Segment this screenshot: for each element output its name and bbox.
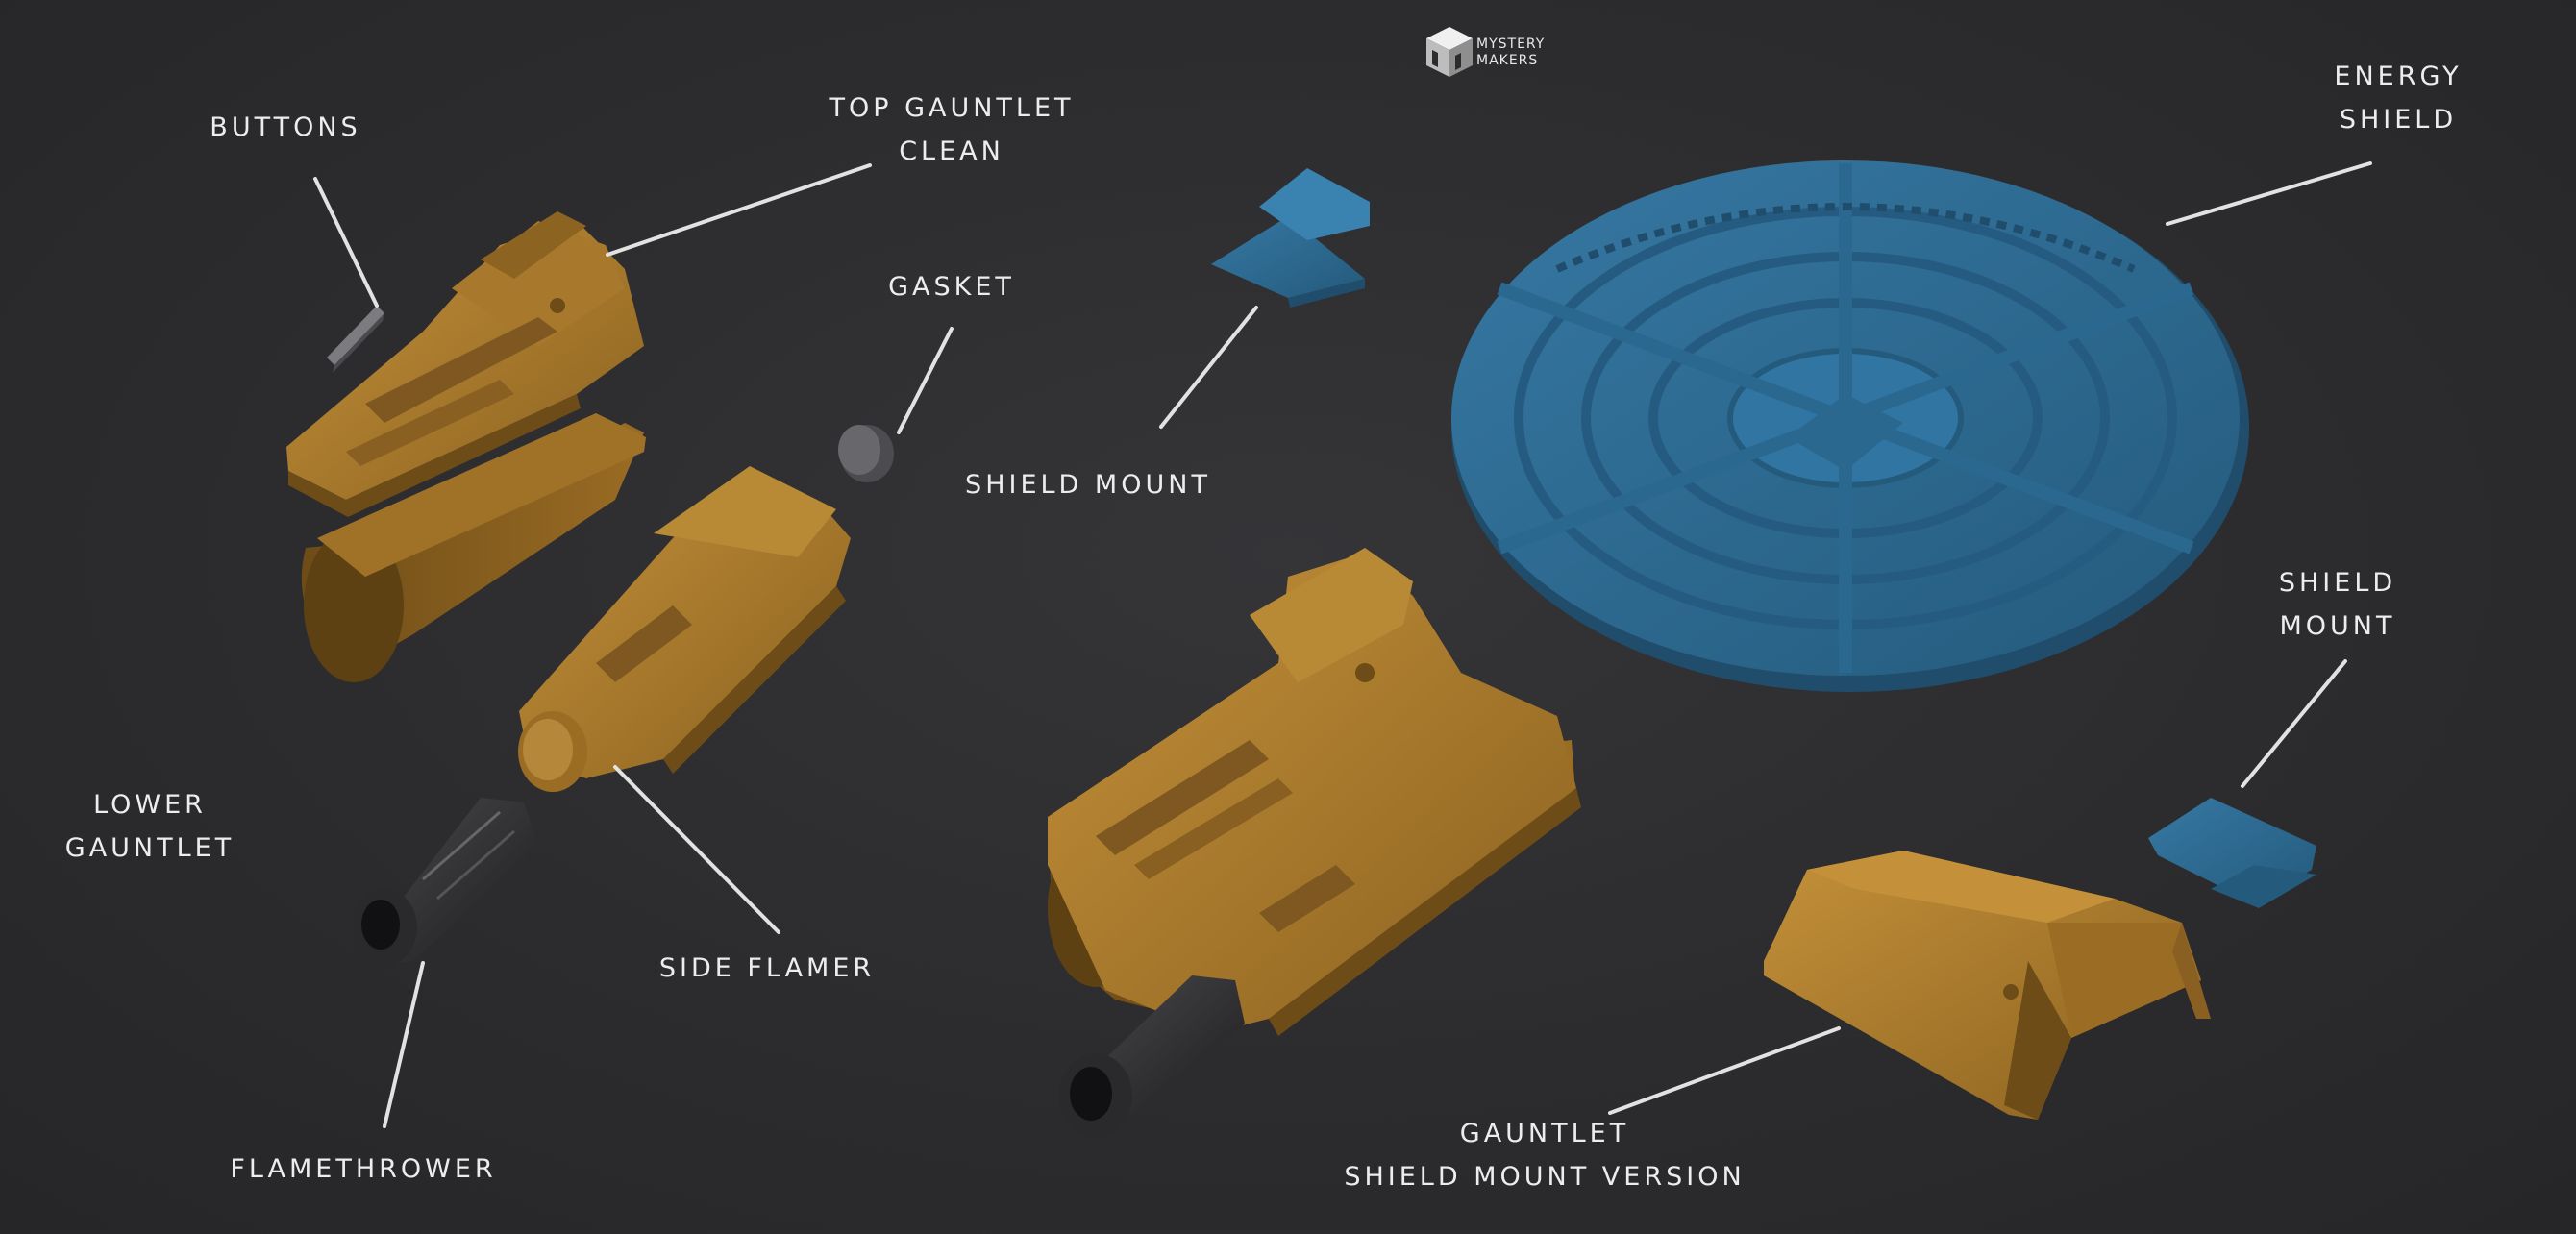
top-gauntlet-clean-part	[286, 211, 646, 682]
leader-line-gasket	[897, 327, 954, 434]
mystery-makers-logo: MYSTERY MAKERS	[1423, 21, 1557, 86]
label-side-flamer: SIDE FLAMER	[659, 947, 875, 990]
leader-line-gauntlet-shield	[1608, 1026, 1841, 1115]
leader-line-top-gauntlet	[606, 163, 872, 257]
label-lower-gauntlet: LOWER GAUNTLET	[65, 783, 235, 870]
leader-line-buttons	[313, 177, 379, 308]
cube-logo-icon	[1426, 27, 1473, 77]
label-buttons: BUTTONS	[210, 106, 360, 149]
label-gasket-text: GASKET	[888, 272, 1015, 302]
label-gauntlet-shield-line-2: SHIELD MOUNT VERSION	[1344, 1162, 1746, 1192]
label-gauntlet-shield-mount-version: GAUNTLET SHIELD MOUNT VERSION	[1344, 1112, 1745, 1198]
buttons-part	[327, 306, 384, 373]
assembled-gauntlet-part	[1048, 548, 1581, 1036]
label-side-flamer-text: SIDE FLAMER	[658, 953, 876, 983]
label-gauntlet-shield-line-1: GAUNTLET	[1459, 1119, 1630, 1148]
gauntlet-shield-mount-version-part	[1764, 851, 2211, 1120]
side-flamer-part	[518, 466, 851, 792]
label-energy-shield-line-1: ENERGY	[2334, 62, 2463, 91]
label-top-gauntlet-line-2: CLEAN	[899, 136, 1004, 166]
leader-line-shield-mount-top	[1159, 306, 1258, 429]
energy-shield-part	[1451, 160, 2249, 692]
leader-line-flamethrower	[383, 961, 425, 1128]
leader-line-side-flamer	[613, 765, 780, 934]
label-shield-mount-top-text: SHIELD MOUNT	[965, 470, 1211, 500]
brand-line-2: MAKERS	[1476, 53, 1539, 68]
flamethrower-part	[352, 798, 538, 966]
label-flamethrower-text: FLAMETHROWER	[230, 1154, 497, 1184]
shield-mount-right-part	[2148, 798, 2316, 908]
assembled-flamethrower	[1059, 975, 1245, 1138]
label-shield-mount-top: SHIELD MOUNT	[965, 463, 1211, 506]
label-lower-gauntlet-line-1: LOWER	[93, 790, 207, 820]
label-gasket: GASKET	[888, 265, 1015, 308]
shield-mount-top-part	[1211, 168, 1370, 308]
label-buttons-text: BUTTONS	[210, 112, 361, 142]
label-shield-mount-right: SHIELD MOUNT	[2279, 561, 2396, 648]
label-top-gauntlet-line-1: TOP GAUNTLET	[829, 93, 1075, 123]
label-energy-shield: ENERGY SHIELD	[2334, 55, 2462, 141]
gasket-part	[838, 425, 894, 482]
label-shield-mount-right-line-2: MOUNT	[2279, 611, 2396, 641]
label-lower-gauntlet-line-2: GAUNTLET	[64, 833, 235, 863]
leader-line-energy-shield	[2166, 161, 2372, 226]
brand-line-1: MYSTERY	[1476, 37, 1546, 52]
label-flamethrower: FLAMETHROWER	[230, 1148, 496, 1191]
label-energy-shield-line-2: SHIELD	[2339, 105, 2458, 135]
label-shield-mount-right-line-1: SHIELD	[2278, 568, 2397, 598]
leader-lines	[313, 161, 2372, 1128]
leader-line-shield-mount-right	[2241, 659, 2347, 788]
label-top-gauntlet-clean: TOP GAUNTLET CLEAN	[829, 86, 1074, 173]
